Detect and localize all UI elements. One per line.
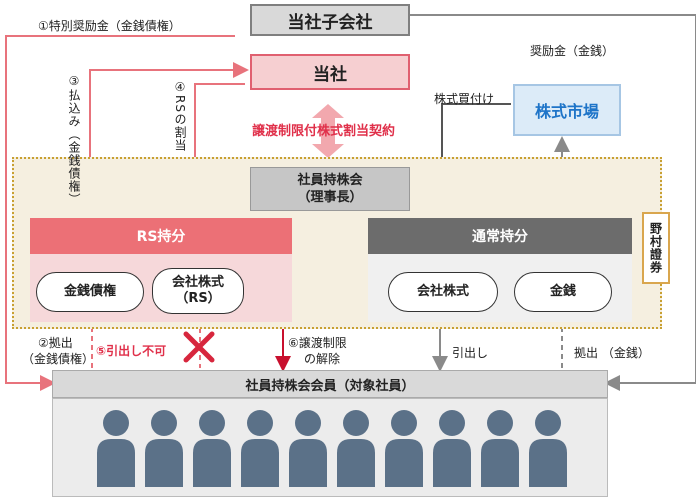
subsidiary-label: 当社子会社 <box>287 12 373 33</box>
withdraw-label: 引出し <box>452 346 489 360</box>
association-line2: （理事長） <box>297 190 363 205</box>
company-box: 当社 <box>250 54 410 90</box>
step4-label: ④RSの割当 <box>173 80 187 152</box>
step2-label-a: ②拠出 <box>38 336 73 350</box>
cash-pill: 金銭 <box>514 272 612 312</box>
company-label: 当社 <box>313 64 347 85</box>
company-stock-rs-sub: （RS） <box>175 291 221 306</box>
monetary-claim-label: 金銭債権 <box>63 284 116 299</box>
cash-label: 金銭 <box>549 284 576 299</box>
blocked-x-icon <box>183 331 215 363</box>
people-row <box>95 409 575 489</box>
step1-label: ①特別奨励金（金銭債権） <box>38 19 181 33</box>
contract-label: 譲渡制限付株式割当契約 <box>252 124 396 139</box>
step6-label-b: の解除 <box>304 352 341 366</box>
rs-section-label: RS持分 <box>136 229 186 245</box>
stock-market-label: 株式市場 <box>534 102 599 121</box>
member-person-icon <box>145 410 183 487</box>
normal-section-header: 通常持分 <box>368 218 632 254</box>
step5-label: ⑤引出し不可 <box>96 344 167 358</box>
association-line1: 社員持株会 <box>297 173 363 188</box>
nomura-label: 野村證券 <box>648 222 663 274</box>
monetary-claim-pill: 金銭債権 <box>36 272 144 312</box>
member-person-icon <box>433 410 471 487</box>
member-person-icon <box>385 410 423 487</box>
association-box: 社員持株会 （理事長） <box>250 167 410 211</box>
members-header: 社員持株会会員（対象社員） <box>52 370 608 398</box>
member-person-icon <box>289 410 327 487</box>
rs-section-header: RS持分 <box>30 218 292 254</box>
members-body <box>52 398 608 497</box>
contract-double-arrow <box>312 104 344 158</box>
member-person-icon <box>241 410 279 487</box>
step6-label-a: ⑥譲渡制限 <box>288 336 347 350</box>
step1-arrow <box>5 35 235 391</box>
nomura-box: 野村證券 <box>642 212 670 284</box>
company-stock-pill: 会社株式 <box>388 272 498 312</box>
normal-section-label: 通常持分 <box>472 229 528 245</box>
company-stock-rs-pill: 会社株式 （RS） <box>152 268 244 314</box>
step2-label-b: （金銭債権） <box>22 352 95 366</box>
stock-market-box: 株式市場 <box>513 84 621 136</box>
step3-label: ③払込み（金銭債権） <box>67 74 81 206</box>
member-person-icon <box>337 410 375 487</box>
contribute-cash-label: 拠出 （金銭） <box>574 346 650 360</box>
subsidiary-box: 当社子会社 <box>250 4 410 36</box>
members-label: 社員持株会会員（対象社員） <box>245 378 415 394</box>
member-person-icon <box>481 410 519 487</box>
incentive-cash-label: 奨励金（金銭） <box>530 44 615 58</box>
company-stock-label: 会社株式 <box>416 284 469 299</box>
member-person-icon <box>193 410 231 487</box>
member-person-icon <box>97 410 135 487</box>
incentive-cash-line <box>410 14 696 391</box>
member-person-icon <box>529 410 567 487</box>
company-stock-rs-label: 会社株式 <box>171 275 224 290</box>
stock-purchase-label: 株式買付け <box>434 92 495 106</box>
